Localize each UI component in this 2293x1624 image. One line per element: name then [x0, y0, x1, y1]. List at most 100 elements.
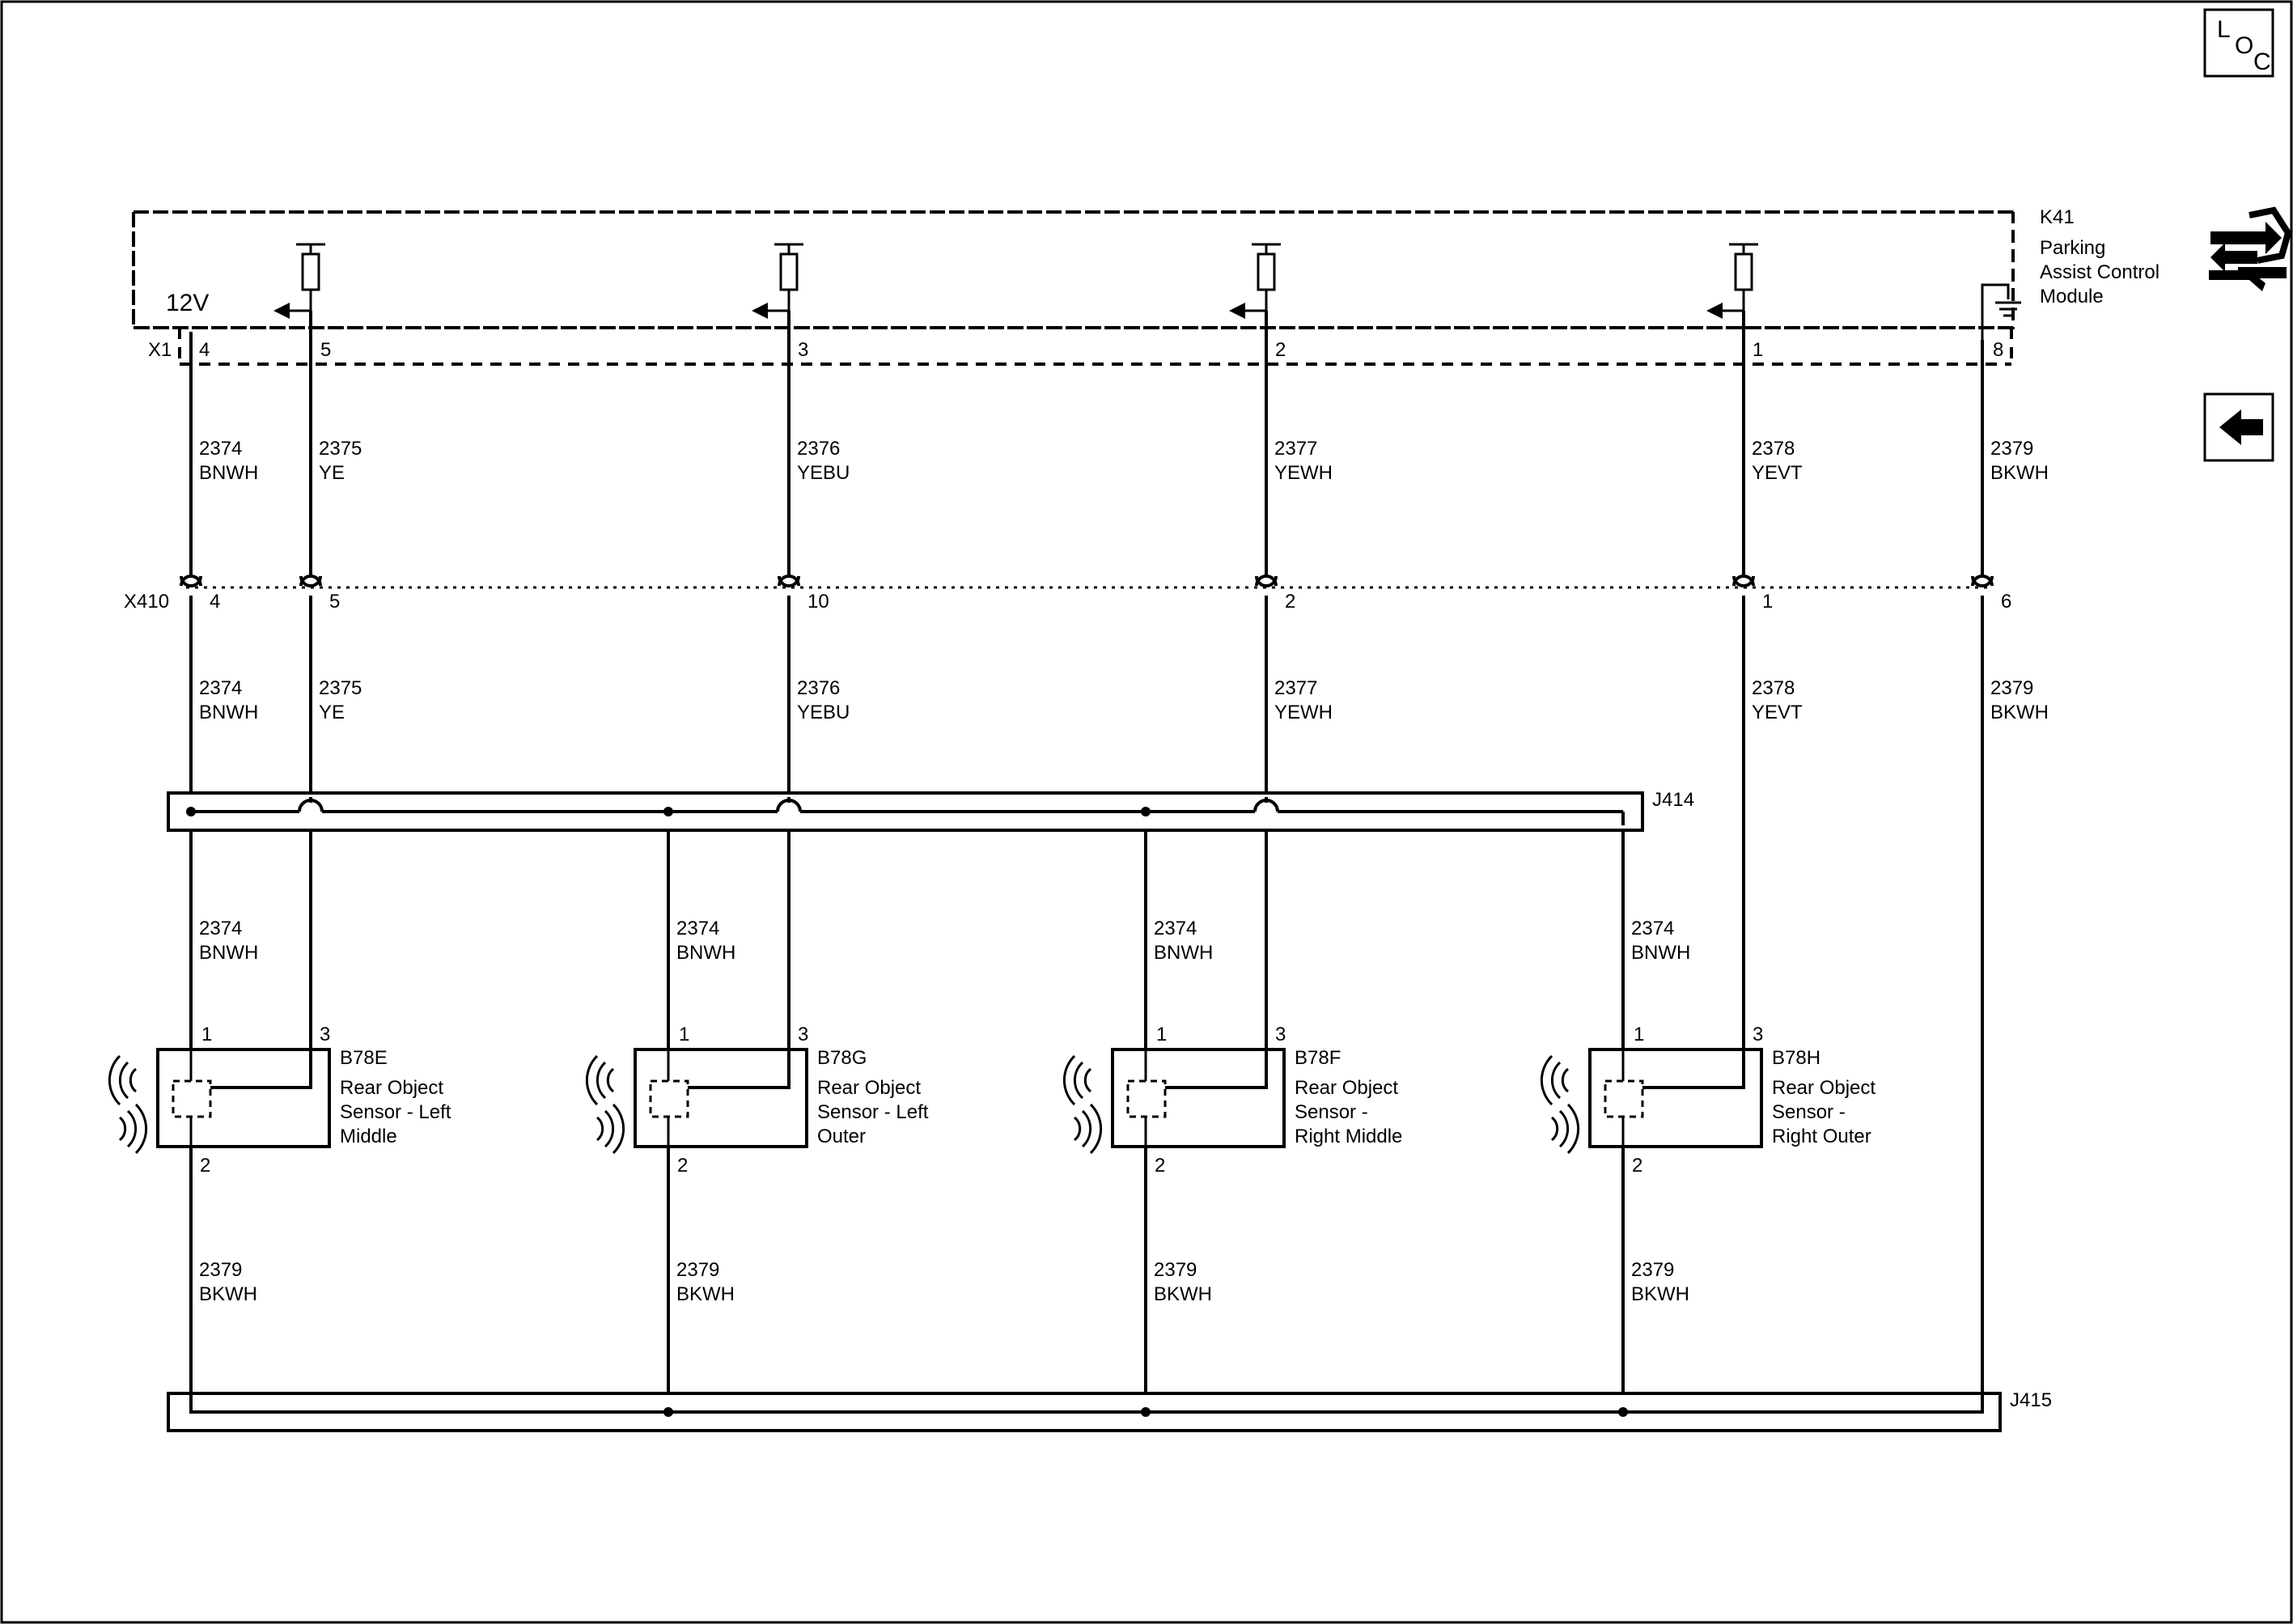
x1-pin-4: 4: [199, 339, 210, 361]
sensor-b78g-transmit-icon: [585, 1054, 615, 1106]
svg-text:2379: 2379: [1154, 1259, 1197, 1281]
x410-terminal-4: [180, 575, 202, 587]
svg-text:BNWH: BNWH: [1631, 942, 1690, 964]
back-arrow-button[interactable]: [2203, 392, 2274, 462]
loc-letter-c: C: [2253, 49, 2271, 75]
svg-text:1: 1: [1634, 1024, 1644, 1045]
x1-pin-5: 5: [320, 339, 331, 361]
x410-pin-10: 10: [807, 591, 829, 613]
splice-j415-label: J415: [2010, 1389, 2052, 1411]
svg-text:Outer: Outer: [817, 1126, 866, 1147]
svg-text:2: 2: [677, 1155, 688, 1177]
svg-text:2: 2: [200, 1155, 210, 1177]
svg-text:2374: 2374: [199, 677, 242, 699]
svg-text:2: 2: [1632, 1155, 1642, 1177]
svg-text:BNWH: BNWH: [199, 462, 258, 484]
connector-x1-outline: [178, 328, 2013, 366]
sensor-b78g-ref: B78G: [817, 1047, 867, 1069]
input-circuit-3: [750, 243, 805, 320]
x410-pin-6: 6: [2001, 591, 2011, 613]
svg-text:Right Outer: Right Outer: [1772, 1126, 1871, 1147]
svg-text:YEBU: YEBU: [797, 702, 850, 723]
x410-pin-5: 5: [329, 591, 340, 613]
sensor-b78e-transmit-icon: [108, 1054, 138, 1106]
svg-text:2379: 2379: [1631, 1259, 1674, 1281]
svg-text:Rear Object: Rear Object: [340, 1077, 443, 1099]
svg-text:2374: 2374: [1154, 918, 1197, 939]
x1-pin-1: 1: [1753, 339, 1763, 361]
supply-voltage: 12V: [166, 290, 209, 316]
svg-text:BKWH: BKWH: [676, 1283, 735, 1305]
svg-text:BNWH: BNWH: [199, 702, 258, 723]
svg-text:3: 3: [798, 1024, 808, 1045]
splice-j415: [167, 1392, 2002, 1432]
x410-pin-1: 1: [1762, 591, 1773, 613]
sensor-b78e-ref: B78E: [340, 1047, 388, 1069]
sensor-b78e-receive-icon: [118, 1103, 148, 1155]
module-name-line1: Parking: [2040, 237, 2105, 259]
input-circuit-5: [272, 243, 327, 320]
svg-text:BNWH: BNWH: [199, 942, 258, 964]
module-ref: K41: [2040, 206, 2075, 228]
svg-text:BKWH: BKWH: [1990, 702, 2049, 723]
svg-text:2374: 2374: [676, 918, 719, 939]
svg-text:Sensor - Left: Sensor - Left: [340, 1101, 451, 1123]
input-circuit-2: [1227, 243, 1282, 320]
svg-text:2374: 2374: [199, 438, 242, 460]
module-name-line2: Assist Control: [2040, 261, 2159, 283]
sensor-b78h-transmit-icon: [1540, 1054, 1570, 1106]
sensor-b78f-transmit-icon: [1062, 1054, 1092, 1106]
svg-text:YE: YE: [319, 702, 345, 723]
svg-text:BNWH: BNWH: [676, 942, 735, 964]
svg-text:1: 1: [201, 1024, 212, 1045]
x410-terminal-10: [778, 575, 800, 587]
harness-connector-icon[interactable]: [2209, 206, 2292, 291]
x410-terminal-2: [1255, 575, 1278, 587]
loc-letter-o: O: [2235, 32, 2253, 59]
svg-text:3: 3: [1753, 1024, 1763, 1045]
wire-segments: [189, 311, 1984, 1412]
sensor-b78g: 1 3 2 B78G Rear Object Sensor - Left Out…: [585, 1024, 929, 1177]
x410-pin-2: 2: [1285, 591, 1295, 613]
loc-letter-l: L: [2217, 16, 2231, 43]
x410-terminal-5: [299, 575, 322, 587]
svg-text:YEWH: YEWH: [1274, 462, 1333, 484]
splice-j414-label: J414: [1652, 789, 1694, 811]
sensor-b78f: 1 3 2 B78F Rear Object Sensor - Right Mi…: [1062, 1024, 1402, 1177]
sensor-b78f-ref: B78F: [1295, 1047, 1341, 1069]
x410-label: X410: [124, 591, 169, 613]
svg-text:YEWH: YEWH: [1274, 702, 1333, 723]
svg-text:Rear Object: Rear Object: [817, 1077, 921, 1099]
svg-text:BKWH: BKWH: [199, 1283, 257, 1305]
svg-text:BKWH: BKWH: [1990, 462, 2049, 484]
svg-text:2376: 2376: [797, 677, 840, 699]
svg-text:Sensor - Left: Sensor - Left: [817, 1101, 929, 1123]
svg-text:BKWH: BKWH: [1154, 1283, 1212, 1305]
x410-pin-4: 4: [210, 591, 220, 613]
splice-j414: [167, 791, 1644, 832]
back-arrow-icon: [2219, 409, 2263, 445]
svg-text:2377: 2377: [1274, 438, 1317, 460]
svg-text:3: 3: [1275, 1024, 1286, 1045]
x1-pin-8: 8: [1993, 339, 2003, 361]
input-circuit-1: [1705, 243, 1760, 320]
x1-pin-2: 2: [1275, 339, 1286, 361]
svg-text:2377: 2377: [1274, 677, 1317, 699]
svg-text:Sensor -: Sensor -: [1295, 1101, 1368, 1123]
svg-text:2375: 2375: [319, 677, 362, 699]
svg-text:Middle: Middle: [340, 1126, 397, 1147]
svg-text:YEVT: YEVT: [1752, 702, 1803, 723]
sensor-b78e: 1 3 2 B78E Rear Object Sensor - Left Mid…: [108, 1024, 451, 1177]
loc-button[interactable]: L O C: [2203, 8, 2274, 78]
svg-text:1: 1: [1156, 1024, 1167, 1045]
svg-text:2376: 2376: [797, 438, 840, 460]
svg-text:Sensor -: Sensor -: [1772, 1101, 1846, 1123]
sensor-b78h-ref: B78H: [1772, 1047, 1820, 1069]
svg-text:2: 2: [1155, 1155, 1165, 1177]
svg-text:YEVT: YEVT: [1752, 462, 1803, 484]
